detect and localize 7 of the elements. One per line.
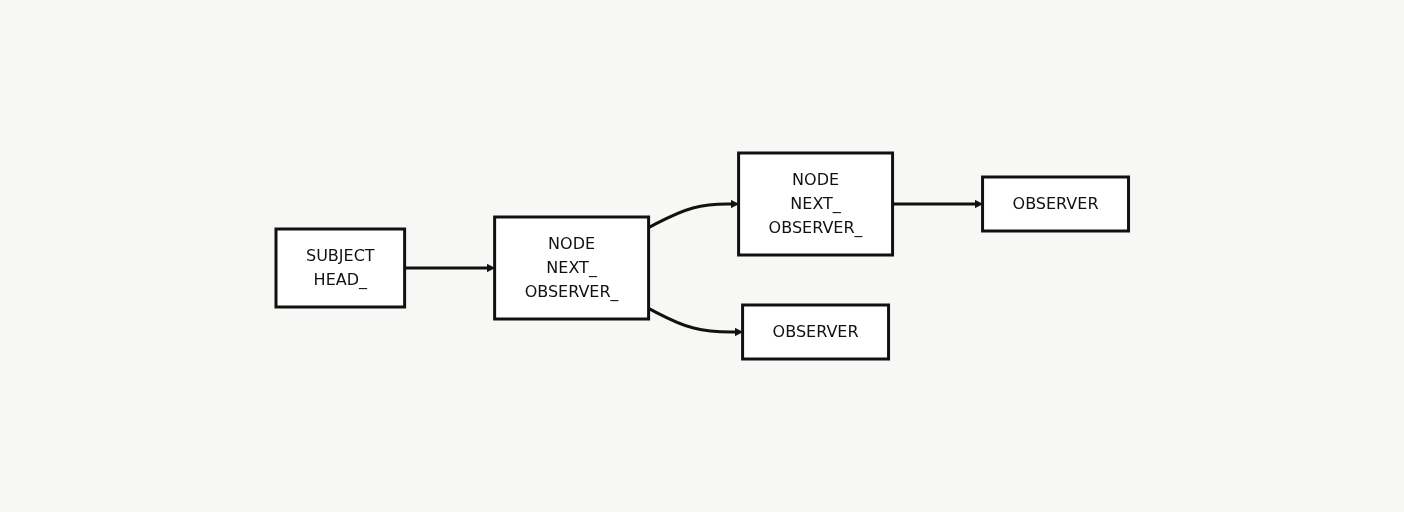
arrow bbox=[892, 199, 983, 209]
node-box: SUBJECT HEAD_ bbox=[274, 227, 406, 309]
arrow bbox=[404, 263, 495, 273]
node-box: NODE NEXT_ OBSERVER_ bbox=[492, 215, 650, 321]
node-box: NODE NEXT_ OBSERVER_ bbox=[736, 151, 894, 257]
node-box: OBSERVER bbox=[740, 303, 890, 361]
node-box: OBSERVER bbox=[980, 175, 1130, 233]
